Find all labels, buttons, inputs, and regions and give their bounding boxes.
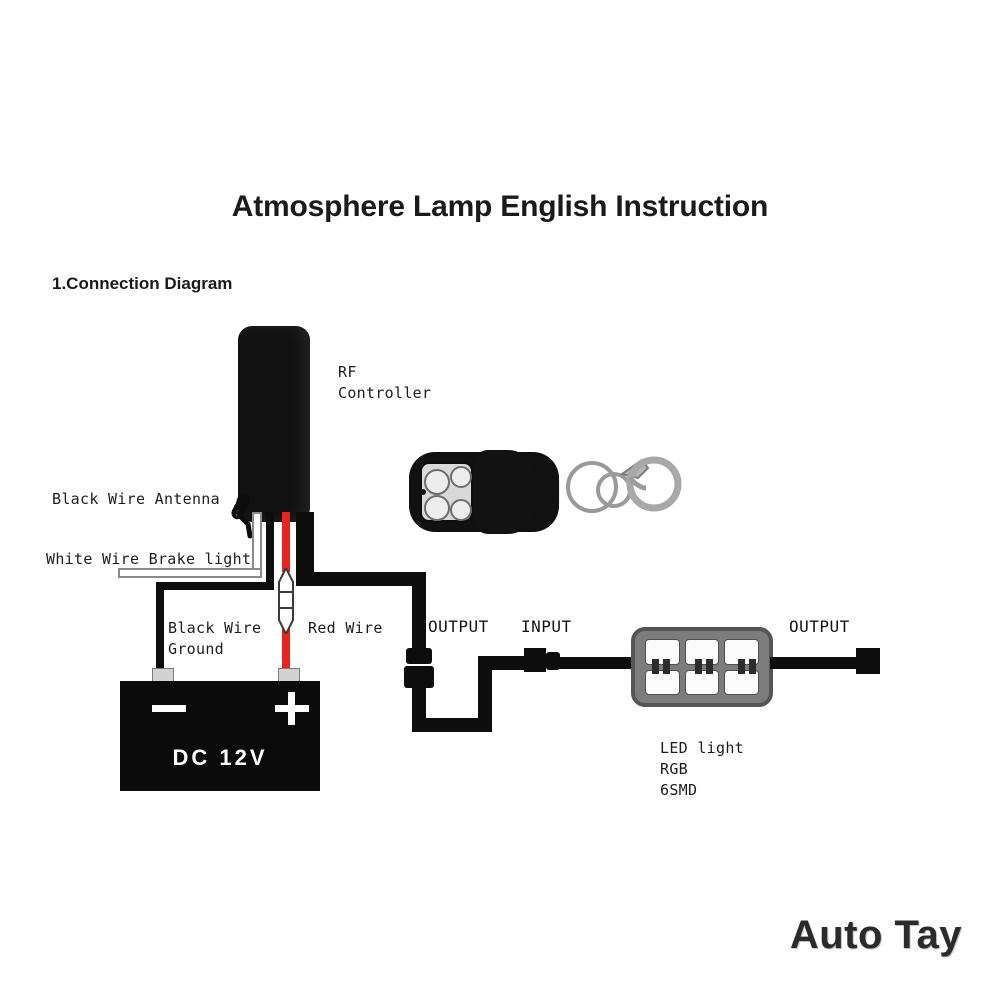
led-bar: [652, 659, 659, 674]
led-bar: [738, 659, 745, 674]
led-bar: [695, 659, 702, 674]
inline-fuse-holder: [278, 568, 294, 634]
led-cell: [684, 669, 720, 695]
page-title: Atmosphere Lamp English Instruction: [231, 190, 769, 223]
red-wire-lower: [282, 628, 290, 686]
battery-rating-label: DC 12V: [172, 745, 268, 770]
battery-body: [120, 681, 320, 791]
led-cell: [645, 639, 680, 665]
led-output-cable: [770, 657, 860, 669]
input-cable-horizontal: [478, 656, 530, 670]
led-bar: [663, 659, 670, 674]
battery-minus-symbol: [152, 705, 186, 712]
remote-button-4[interactable]: [450, 499, 472, 521]
label-input: INPUT: [521, 617, 572, 636]
led-output-connector: [856, 648, 880, 674]
label-output-right: OUTPUT: [789, 617, 850, 636]
led-bar-group: [652, 659, 670, 674]
black-wire-ground-vertical-top: [266, 512, 274, 582]
label-black-wire-antenna: Black Wire Antenna: [52, 490, 220, 508]
remote-button-3[interactable]: [424, 495, 450, 521]
input-connector-barrel: [546, 652, 560, 670]
remote-button-1[interactable]: [424, 469, 450, 495]
remote-fob-black-cover: [474, 450, 536, 534]
white-wire-brake-light-horizontal: [118, 568, 262, 578]
led-bar-group: [695, 659, 713, 674]
keyring-clasp-icon: [619, 456, 682, 512]
label-white-wire-brake-light: White Wire Brake light: [46, 550, 252, 568]
remote-button-2[interactable]: [450, 466, 472, 488]
led-cell: [645, 669, 680, 695]
rf-controller-label: RF Controller: [338, 363, 432, 402]
output-connector-barrel-lower: [404, 666, 434, 688]
black-wire-antenna-coil: [231, 493, 253, 539]
rf-controller-module: [238, 326, 310, 522]
led-bar: [749, 659, 756, 674]
black-wire-ground-horizontal: [156, 582, 274, 590]
label-led-light: LED light RGB 6SMD: [660, 739, 744, 799]
input-cable-to-led-module: [558, 657, 636, 669]
battery-plus-symbol-vertical: [288, 692, 295, 725]
remote-led-indicator: [420, 489, 426, 495]
output-connector-barrel-upper: [406, 648, 432, 664]
watermark-auto-tay: Auto Tay: [789, 913, 962, 957]
led-bar-group: [738, 659, 756, 674]
output-cable-vertical-from-controller: [296, 512, 314, 574]
label-output-left: OUTPUT: [428, 617, 489, 636]
output-cable-loop-bottom: [412, 718, 492, 732]
label-black-wire-ground: Black Wire Ground: [168, 619, 262, 658]
led-bar: [706, 659, 713, 674]
label-red-wire: Red Wire: [308, 619, 383, 637]
input-connector-block: [524, 648, 546, 672]
section-heading-connection-diagram: 1.Connection Diagram: [52, 274, 233, 293]
output-cable-loop-right: [478, 656, 492, 732]
output-cable-horizontal-top: [296, 572, 426, 586]
output-cable-vertical-down: [412, 572, 426, 654]
red-wire-upper: [282, 512, 290, 572]
black-wire-ground-vertical-bottom: [156, 582, 164, 686]
